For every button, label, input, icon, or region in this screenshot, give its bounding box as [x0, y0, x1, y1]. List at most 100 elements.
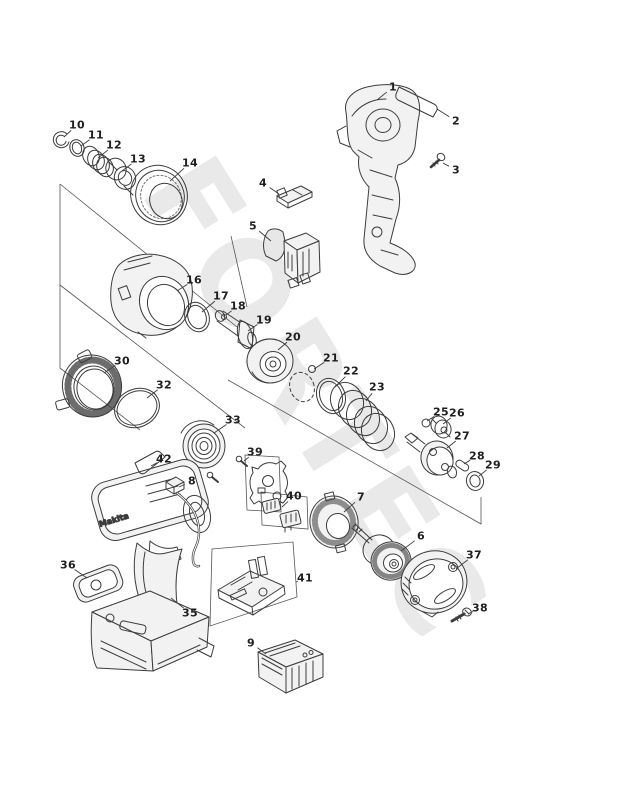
part-label-27: 27: [454, 429, 470, 443]
part-21-drawing: [286, 366, 319, 406]
leader-line-22: [335, 377, 345, 387]
leader-line-26: [443, 418, 451, 424]
leader-line-8: [179, 484, 185, 487]
part-label-11: 11: [88, 128, 104, 142]
leader-line-3: [443, 163, 449, 166]
part-label-6: 6: [417, 529, 425, 543]
leader-line-1: [377, 92, 387, 100]
part-39-drawing: [207, 456, 288, 505]
part-8-drawing: [166, 477, 199, 566]
leader-line-39: [244, 457, 249, 461]
part-label-33: 33: [225, 413, 241, 427]
leader-line-23: [366, 393, 372, 401]
leader-line-35: [171, 598, 184, 608]
part-label-28: 28: [469, 449, 485, 463]
leader-line-32: [147, 390, 158, 398]
leader-line-10: [64, 130, 71, 137]
section-lines: [60, 184, 481, 626]
leader-line-27: [447, 441, 456, 448]
part-label-7: 7: [357, 490, 365, 504]
part-19-drawing: [214, 309, 258, 350]
leader-line-4: [270, 188, 279, 194]
part-label-32: 32: [156, 378, 172, 392]
leader-line-5: [259, 231, 271, 241]
part-11-drawing: [68, 138, 87, 159]
part-28-drawing: [454, 459, 470, 472]
part-25-drawing: [422, 419, 430, 427]
part-4-drawing: [277, 186, 312, 208]
part-5-drawing: [264, 229, 320, 288]
part-10-drawing: [53, 132, 69, 148]
part-22-drawing: [312, 374, 351, 417]
leader-line-20: [278, 342, 287, 350]
part-label-21: 21: [323, 351, 339, 365]
part-7-drawing: [305, 492, 363, 553]
part-32-drawing: [108, 381, 165, 434]
part-label-9: 9: [247, 636, 255, 650]
leader-line-40: [282, 501, 288, 507]
part-1-drawing: [337, 85, 420, 275]
part-label-10: 10: [69, 118, 85, 132]
part-label-38: 38: [472, 601, 488, 615]
leader-line-28: [464, 460, 470, 464]
part-38-drawing: [452, 607, 473, 621]
leader-line-36: [75, 570, 87, 578]
part-40-drawing: [262, 498, 302, 532]
part-35-drawing: Makita: [88, 456, 215, 671]
part-label-8: 8: [188, 474, 196, 488]
part-42-drawing: [135, 451, 165, 474]
leader-line-37: [456, 560, 468, 569]
part-label-12: 12: [106, 138, 122, 152]
leader-line-42: [151, 463, 157, 466]
part-label-26: 26: [449, 406, 465, 420]
part-label-3: 3: [452, 163, 460, 177]
part-label-36: 36: [60, 558, 76, 572]
part-label-20: 20: [285, 330, 301, 344]
part-41-drawing: [218, 556, 285, 615]
part-label-16: 16: [186, 273, 202, 287]
part-label-19: 19: [256, 313, 272, 327]
part-26-drawing: [429, 414, 453, 440]
part-17-drawing: [181, 299, 214, 335]
part-23-drawing: [325, 377, 401, 456]
leader-line-14: [170, 168, 184, 181]
part-29-drawing: [464, 470, 485, 493]
leader-line-7: [344, 502, 355, 512]
leader-line-17: [202, 301, 215, 312]
part-14-drawing: [121, 156, 197, 234]
leader-lines: [64, 92, 487, 654]
leader-line-21: [314, 362, 324, 369]
leader-line-13: [122, 164, 132, 171]
part-13-drawing: [102, 155, 139, 195]
part-3-drawing: [431, 152, 446, 167]
part-label-14: 14: [182, 156, 198, 170]
part-label-40: 40: [286, 489, 302, 503]
leader-line-25: [427, 416, 434, 421]
leader-line-38: [468, 612, 473, 614]
leader-line-6: [401, 541, 415, 551]
part-2-drawing: [396, 87, 437, 117]
leader-line-19: [248, 325, 257, 331]
leader-line-16: [177, 284, 187, 291]
part-label-41: 41: [297, 571, 313, 585]
part-label-25: 25: [433, 405, 449, 419]
part-label-42: 42: [156, 452, 172, 466]
leader-line-9: [257, 648, 266, 654]
leader-line-30: [104, 365, 115, 373]
part-label-18: 18: [230, 299, 246, 313]
part-27-drawing: [405, 433, 458, 479]
leader-line-2: [437, 109, 449, 117]
part-37-drawing: [394, 544, 473, 620]
part-20-drawing: [247, 339, 293, 383]
leader-line-18: [226, 311, 232, 315]
leader-line-33: [214, 425, 226, 433]
part-label-35: 35: [182, 606, 198, 620]
leader-line-29: [479, 470, 487, 476]
part-9-drawing: [258, 640, 323, 693]
leader-line-12: [98, 150, 108, 158]
part-label-5: 5: [249, 219, 257, 233]
part-label-13: 13: [130, 152, 146, 166]
part-label-37: 37: [466, 548, 482, 562]
